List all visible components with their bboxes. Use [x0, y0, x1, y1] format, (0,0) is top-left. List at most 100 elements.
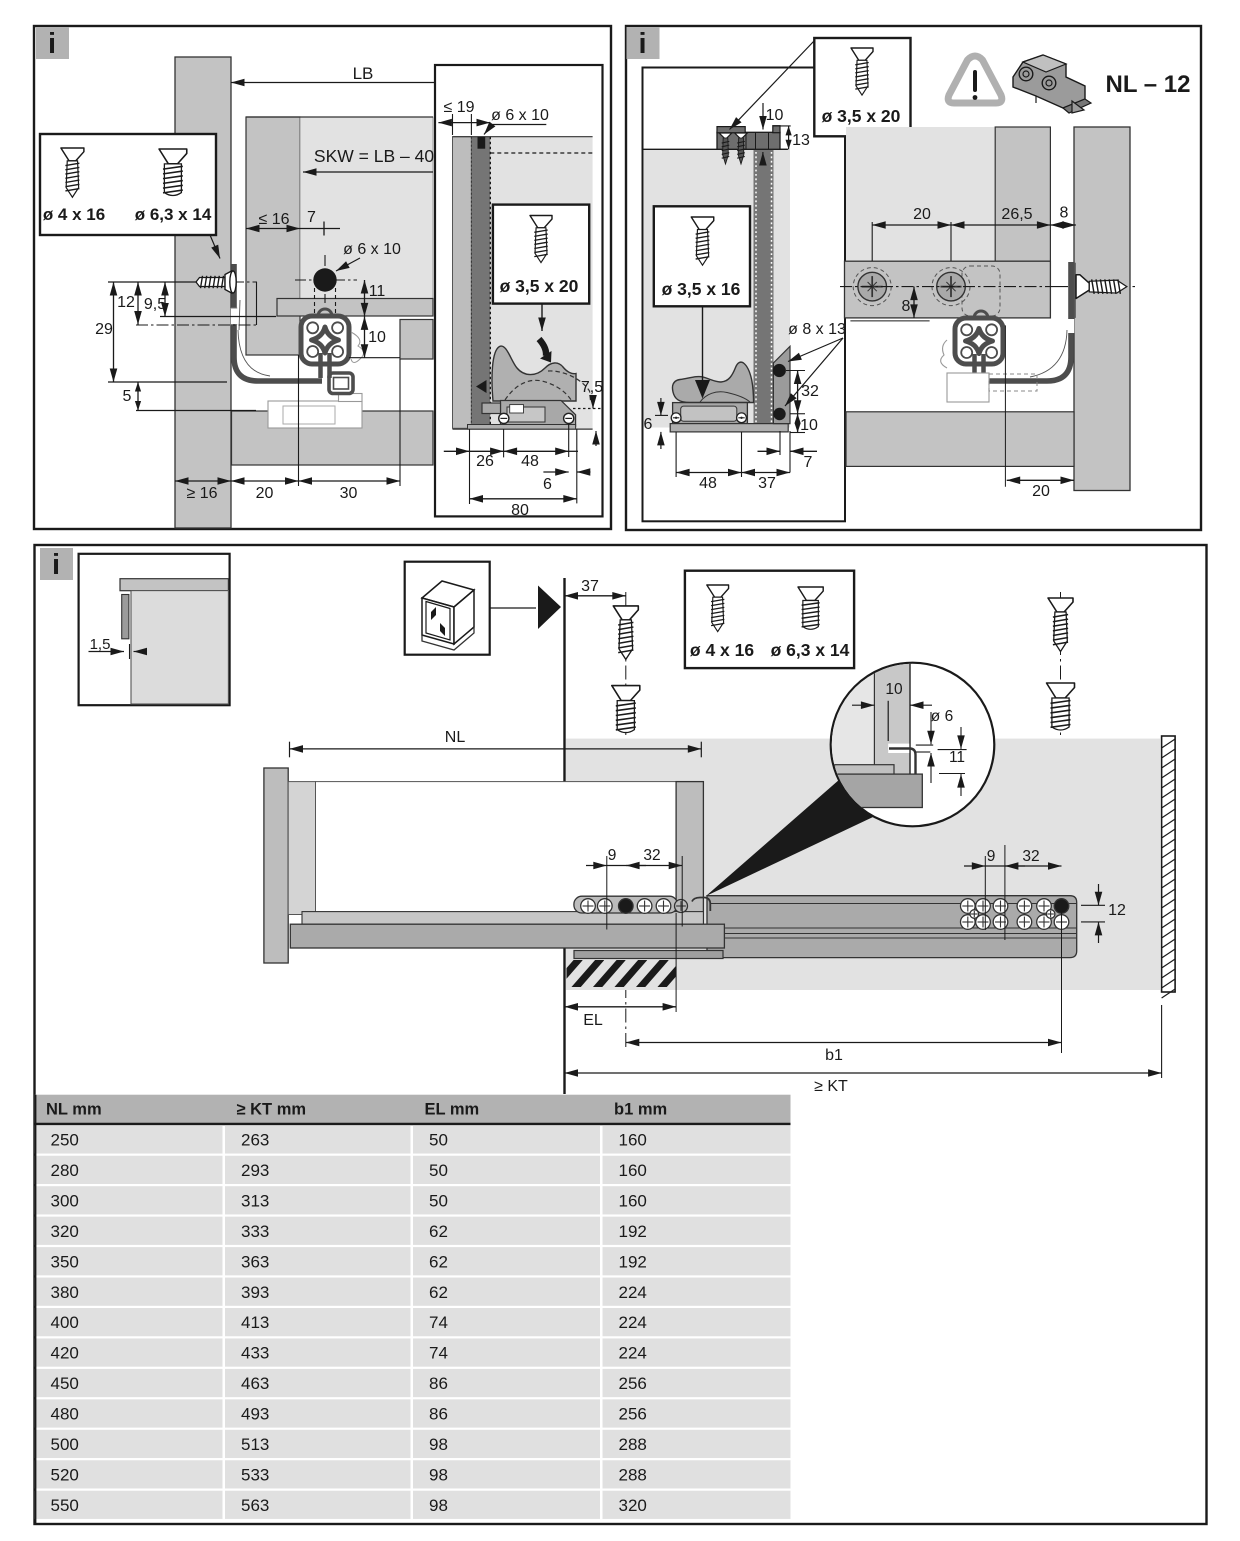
svg-text:74: 74: [429, 1344, 448, 1363]
svg-text:ø 6,3 x 14: ø 6,3 x 14: [135, 205, 212, 224]
svg-text:50: 50: [429, 1191, 448, 1210]
svg-text:8: 8: [1060, 205, 1069, 222]
svg-text:NL: NL: [445, 729, 466, 746]
svg-text:500: 500: [51, 1435, 79, 1454]
svg-text:1,5: 1,5: [90, 636, 111, 653]
svg-text:350: 350: [51, 1252, 79, 1271]
svg-text:192: 192: [619, 1252, 647, 1271]
svg-text:32: 32: [1022, 848, 1039, 865]
svg-text:380: 380: [51, 1283, 79, 1302]
svg-text:11: 11: [369, 283, 386, 300]
svg-text:98: 98: [429, 1435, 448, 1454]
svg-text:293: 293: [241, 1161, 269, 1180]
svg-text:420: 420: [51, 1344, 79, 1363]
svg-text:i: i: [638, 28, 646, 60]
svg-text:288: 288: [619, 1465, 647, 1484]
svg-text:62: 62: [429, 1222, 448, 1241]
svg-text:ø 6 x 10: ø 6 x 10: [343, 241, 401, 258]
svg-text:300: 300: [51, 1191, 79, 1210]
svg-text:250: 250: [51, 1131, 79, 1150]
svg-text:393: 393: [241, 1283, 269, 1302]
svg-text:10: 10: [368, 329, 386, 346]
svg-text:513: 513: [241, 1435, 269, 1454]
svg-text:9: 9: [987, 848, 996, 865]
svg-text:224: 224: [619, 1313, 647, 1332]
svg-text:224: 224: [619, 1283, 647, 1302]
svg-text:50: 50: [429, 1161, 448, 1180]
svg-text:48: 48: [699, 475, 717, 492]
svg-text:48: 48: [521, 453, 539, 470]
svg-text:13: 13: [792, 132, 810, 149]
svg-text:12: 12: [117, 294, 135, 311]
svg-text:7,5: 7,5: [581, 379, 603, 396]
svg-text:520: 520: [51, 1465, 79, 1484]
svg-text:50: 50: [429, 1131, 448, 1150]
svg-text:EL: EL: [583, 1012, 603, 1029]
svg-text:10: 10: [885, 681, 903, 698]
svg-text:b1 mm: b1 mm: [614, 1101, 667, 1119]
svg-text:9: 9: [608, 847, 617, 864]
svg-text:563: 563: [241, 1496, 269, 1515]
svg-text:≥ KT mm: ≥ KT mm: [237, 1101, 307, 1119]
svg-text:ø 4 x 16: ø 4 x 16: [690, 640, 754, 660]
svg-text:480: 480: [51, 1405, 79, 1424]
svg-text:493: 493: [241, 1405, 269, 1424]
svg-text:280: 280: [51, 1161, 79, 1180]
svg-text:11: 11: [949, 749, 965, 766]
svg-text:SKW = LB – 40: SKW = LB – 40: [314, 146, 434, 166]
svg-text:433: 433: [241, 1344, 269, 1363]
svg-text:320: 320: [51, 1222, 79, 1241]
svg-text:ø 6,3 x 14: ø 6,3 x 14: [771, 640, 850, 660]
svg-text:8: 8: [902, 298, 911, 315]
svg-text:ø 4 x 16: ø 4 x 16: [43, 205, 105, 224]
svg-text:26,5: 26,5: [1001, 206, 1032, 223]
svg-text:6: 6: [543, 476, 552, 493]
svg-text:463: 463: [241, 1374, 269, 1393]
svg-text:37: 37: [758, 475, 776, 492]
svg-text:62: 62: [429, 1252, 448, 1271]
svg-text:20: 20: [913, 206, 931, 223]
svg-text:450: 450: [51, 1374, 79, 1393]
svg-text:ø 3,5 x 20: ø 3,5 x 20: [500, 276, 579, 296]
svg-text:256: 256: [619, 1374, 647, 1393]
svg-text:320: 320: [619, 1496, 647, 1515]
svg-text:86: 86: [429, 1405, 448, 1424]
svg-text:192: 192: [619, 1222, 647, 1241]
svg-text:160: 160: [619, 1161, 647, 1180]
svg-text:333: 333: [241, 1222, 269, 1241]
svg-text:LB: LB: [353, 64, 374, 83]
svg-text:i: i: [52, 549, 60, 581]
svg-text:533: 533: [241, 1465, 269, 1484]
svg-text:20: 20: [256, 485, 274, 502]
svg-text:7: 7: [307, 209, 316, 226]
svg-text:ø 6 x 10: ø 6 x 10: [491, 107, 549, 124]
svg-text:NL – 12: NL – 12: [1106, 71, 1191, 98]
svg-text:ø 8 x 13: ø 8 x 13: [788, 321, 846, 338]
svg-text:86: 86: [429, 1374, 448, 1393]
svg-text:ø 3,5 x 20: ø 3,5 x 20: [822, 106, 901, 126]
svg-text:EL mm: EL mm: [425, 1101, 480, 1119]
svg-text:400: 400: [51, 1313, 79, 1332]
svg-text:256: 256: [619, 1405, 647, 1424]
svg-text:b1: b1: [825, 1047, 843, 1064]
svg-text:98: 98: [429, 1496, 448, 1515]
svg-text:32: 32: [643, 847, 660, 864]
svg-text:26: 26: [476, 453, 494, 470]
svg-text:413: 413: [241, 1313, 269, 1332]
svg-text:≤ 16: ≤ 16: [258, 211, 289, 228]
svg-text:363: 363: [241, 1252, 269, 1271]
svg-text:10: 10: [800, 417, 818, 434]
svg-text:30: 30: [340, 485, 358, 502]
svg-text:ø 6: ø 6: [931, 708, 953, 725]
svg-text:≤ 19: ≤ 19: [443, 99, 474, 116]
svg-text:62: 62: [429, 1283, 448, 1302]
svg-text:29: 29: [95, 321, 113, 338]
svg-text:5: 5: [123, 388, 132, 405]
svg-text:550: 550: [51, 1496, 79, 1515]
svg-text:313: 313: [241, 1191, 269, 1210]
svg-text:288: 288: [619, 1435, 647, 1454]
svg-text:160: 160: [619, 1191, 647, 1210]
svg-text:9,5: 9,5: [144, 296, 166, 313]
svg-text:NL mm: NL mm: [46, 1101, 102, 1119]
svg-text:160: 160: [619, 1131, 647, 1150]
